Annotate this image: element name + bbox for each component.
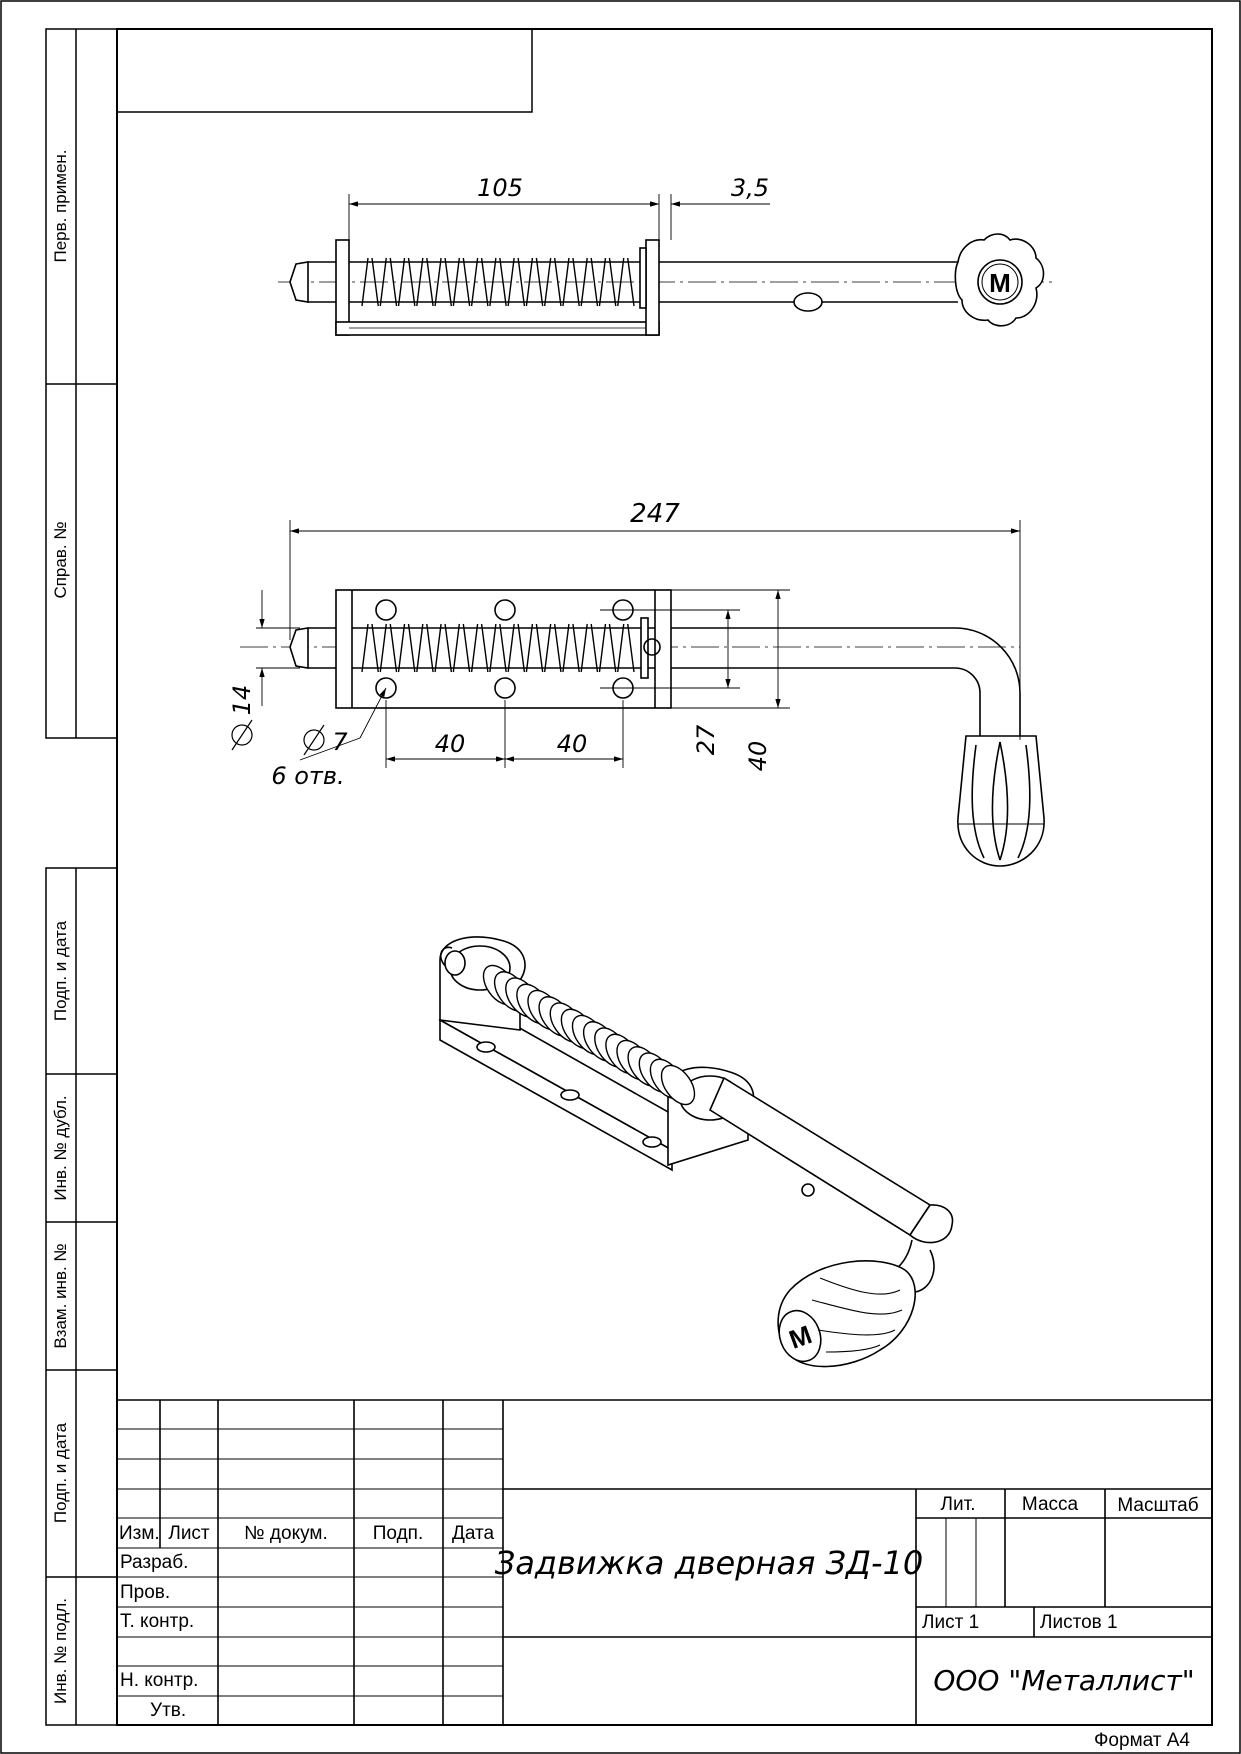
dim-top-gap: 3,5	[731, 174, 769, 202]
spring-coil	[543, 257, 562, 307]
dim-hole-pitch-1: 40	[435, 730, 466, 758]
top-dimensions	[348, 194, 770, 262]
stamp-perv-primen: Перв. примен.	[51, 149, 70, 262]
dim-hole-pitch-2: 40	[557, 730, 588, 758]
spring-coil	[525, 257, 544, 307]
format-label: Формат А4	[1094, 1730, 1190, 1751]
dim-holes-count: 6 отв.	[271, 762, 344, 790]
top-knob-letter: M	[989, 268, 1011, 298]
stamp-podp-data-2: Подп. и дата	[51, 1422, 70, 1523]
front-dimensions	[256, 520, 1021, 768]
hdr-list: Лист	[168, 1523, 210, 1544]
title-block	[117, 1399, 1212, 1725]
drawing-frame	[116, 28, 1213, 1726]
dim-top-length: 105	[477, 174, 523, 202]
spring-coil	[470, 257, 489, 307]
stamp-podp-data-1: Подп. и дата	[51, 920, 70, 1021]
spring-coil	[598, 623, 617, 673]
role-n-kontr: Н. контр.	[120, 1670, 198, 1691]
organization: ООО "Металлист"	[933, 1664, 1194, 1697]
title-block-thin	[117, 1428, 977, 1697]
dia-symbol-14	[231, 719, 253, 751]
side-stamp	[45, 28, 118, 1726]
stamp-vzam-inv: Взам. инв. №	[51, 1243, 70, 1348]
spring-coil	[580, 623, 599, 673]
front-knob	[957, 735, 1045, 867]
spring-coil	[452, 257, 471, 307]
spring-coil	[452, 623, 471, 673]
dim-hole-dia: 7	[332, 728, 348, 756]
top-left-box	[116, 28, 533, 113]
spring-coil	[507, 623, 526, 673]
dim-overall-length: 247	[630, 499, 680, 529]
spring-coil	[489, 257, 507, 307]
spring-coil	[361, 257, 379, 307]
role-prov: Пров.	[120, 1582, 170, 1603]
spring-coil	[543, 623, 562, 673]
spring-coil	[525, 623, 544, 673]
hdr-dokum: № докум.	[244, 1523, 327, 1544]
drawing-title: Задвижка дверная ЗД-10	[495, 1544, 924, 1582]
dim-body-height-outer: 40	[744, 741, 772, 772]
iso-knob-ridges	[811, 1277, 903, 1353]
spring-coil	[434, 623, 453, 673]
spring-coil	[379, 257, 398, 307]
isometric-view	[438, 936, 954, 1368]
iso-spring	[482, 964, 696, 1106]
spring-coil	[397, 623, 416, 673]
stamp-inv-podl: Инв. № подл.	[51, 1598, 70, 1704]
spring-coil	[416, 623, 434, 673]
hdr-data: Дата	[452, 1523, 495, 1544]
spring-coil	[361, 623, 379, 673]
spring-coil	[598, 257, 617, 307]
spring-coil	[379, 623, 398, 673]
front-spring	[361, 623, 635, 673]
spring-coil	[580, 257, 599, 307]
spring-coil	[416, 257, 434, 307]
lit-label: Лит.	[941, 1494, 976, 1515]
role-razrab: Разраб.	[120, 1552, 188, 1573]
spring-coil	[617, 257, 635, 307]
stamp-inv-dubl: Инв. № дубл.	[51, 1095, 70, 1200]
spring-coil	[397, 257, 416, 307]
top-view	[278, 239, 1056, 336]
masshtab-label: Масштаб	[1117, 1495, 1198, 1516]
listov-count: Листов 1	[1040, 1612, 1118, 1633]
spring-coil	[489, 623, 507, 673]
stamp-sprav-no: Справ. №	[51, 521, 70, 598]
list-number: Лист 1	[922, 1612, 979, 1633]
spring-coil	[562, 623, 580, 673]
top-knob	[954, 233, 1045, 327]
dim-body-height-inner: 27	[692, 724, 720, 755]
spring-coil	[434, 257, 453, 307]
dia-symbol-7	[303, 724, 325, 756]
spring-coil	[470, 623, 489, 673]
role-t-kontr: Т. контр.	[120, 1611, 194, 1632]
spring-coil	[507, 257, 526, 307]
hdr-izm: Изм.	[119, 1523, 160, 1544]
spring-coil	[660, 1064, 696, 1106]
front-view	[240, 589, 1021, 740]
role-utv: Утв.	[150, 1700, 186, 1721]
top-spring	[361, 257, 635, 307]
spring-coil	[562, 257, 580, 307]
massa-label: Масса	[1022, 1494, 1079, 1515]
hdr-podp: Подп.	[373, 1523, 423, 1544]
dim-shaft-dia: 14	[228, 685, 256, 716]
spring-coil	[617, 623, 635, 673]
